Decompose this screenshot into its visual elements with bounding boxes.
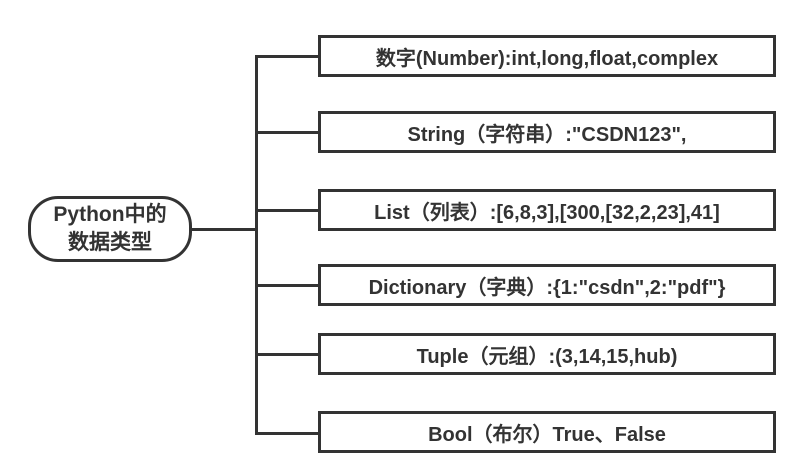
node-dictionary: Dictionary（字典）:{1:"csdn",2:"pdf"}: [318, 264, 776, 306]
node-bool-label: Bool（布尔）True、False: [428, 423, 666, 446]
node-dictionary-label: Dictionary（字典）:{1:"csdn",2:"pdf"}: [368, 276, 726, 299]
node-string: String（字符串）:"CSDN123",: [318, 111, 776, 153]
root-node-label-line2: 数据类型: [68, 231, 152, 254]
node-string-label: String（字符串）:"CSDN123",: [407, 123, 687, 146]
branch-line-bool: [255, 432, 319, 435]
root-node-label-line1: Python中的: [53, 203, 167, 227]
node-list-label: List（列表）:[6,8,3],[300,[32,2,23],41]: [374, 201, 720, 224]
node-list: List（列表）:[6,8,3],[300,[32,2,23],41]: [318, 189, 776, 231]
branch-line-tuple: [255, 353, 319, 356]
branch-line-number: [255, 55, 319, 58]
node-tuple-label: Tuple（元组）:(3,14,15,hub): [416, 345, 678, 368]
branch-line-list: [255, 209, 319, 212]
node-bool: Bool（布尔）True、False: [318, 411, 776, 453]
root-connector-line: [191, 228, 258, 231]
node-number: 数字(Number):int,long,float,complex: [318, 35, 776, 77]
trunk-line: [255, 55, 258, 435]
node-tuple: Tuple（元组）:(3,14,15,hub): [318, 333, 776, 375]
node-number-label: 数字(Number):int,long,float,complex: [375, 47, 719, 70]
branch-line-string: [255, 131, 319, 134]
root-node-python-data-types: Python中的 数据类型: [28, 196, 192, 262]
branch-line-dictionary: [255, 284, 319, 287]
